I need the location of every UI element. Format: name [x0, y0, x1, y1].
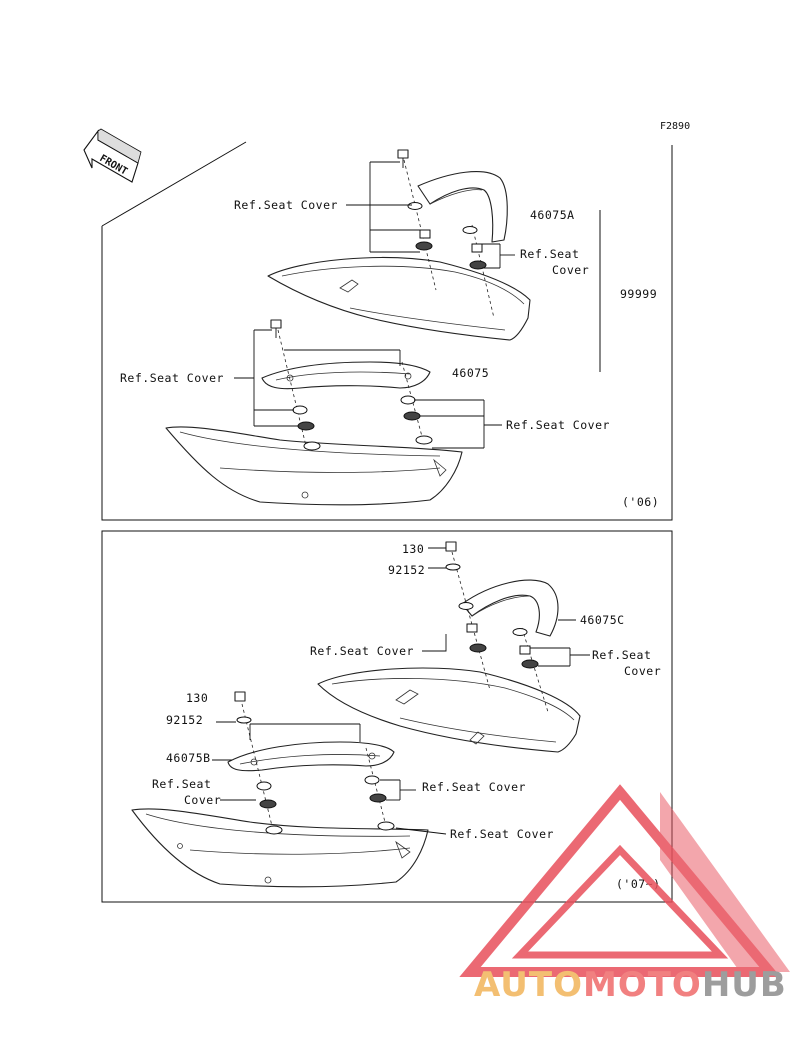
leaders-upper	[346, 161, 515, 269]
label-part-46075: 46075	[452, 366, 489, 380]
front-arrow-icon: FRONT	[83, 128, 142, 183]
grab-rail-46075A	[417, 171, 508, 243]
seat-cowl-upper-07	[317, 667, 581, 753]
svg-text:AUTOMOTOHUB: AUTOMOTOHUB	[474, 965, 787, 1005]
automotohub-watermark: AUTOMOTOHUB	[459, 784, 790, 1005]
label-ref-seat-cover-center: Ref.Seat Cover	[422, 780, 526, 794]
fasteners-lower-07	[234, 691, 395, 835]
watermark-text-moto: MOTO	[583, 965, 702, 1005]
label-ref-seat-cover-lower: Ref.Seat Cover	[506, 418, 610, 432]
label-part-46075A: 46075A	[530, 208, 575, 222]
seat-cowl-lower-07	[131, 808, 429, 888]
fasteners-upper-07	[445, 541, 549, 713]
figure-code: F2890	[660, 121, 690, 132]
label-ref-seat-right-2: Cover	[552, 263, 589, 277]
label-ref-seat-right-2-07: Cover	[624, 664, 661, 678]
grab-rail-46075C	[461, 579, 559, 637]
label-ref-seat-left-2-07: Cover	[184, 793, 221, 807]
label-year-06: ('06)	[622, 495, 659, 509]
grab-rail-46075	[261, 361, 431, 390]
label-part-99999: 99999	[620, 287, 657, 301]
panel-top-frame	[101, 145, 673, 521]
panel-top: Ref.Seat Cover 46075A Ref.Seat Cover 999…	[101, 141, 673, 521]
label-part-130-top: 130	[402, 542, 424, 556]
seat-cowl-lower	[165, 426, 463, 506]
leaders-upper-07	[422, 547, 590, 667]
label-ref-seat-cover-left: Ref.Seat Cover	[120, 371, 224, 385]
label-ref-seat-left-1-07: Ref.Seat	[152, 777, 211, 791]
label-ref-seat-right-1: Ref.Seat	[520, 247, 579, 261]
label-part-92152-left: 92152	[166, 713, 203, 727]
seat-cowl-upper	[267, 257, 531, 341]
watermark-text-hub: HUB	[702, 965, 787, 1005]
leaders-lower-07	[212, 721, 447, 835]
label-part-46075C: 46075C	[580, 613, 625, 627]
fasteners-upper	[397, 149, 495, 319]
fasteners-lower	[270, 319, 433, 451]
label-ref-seat-right-1-07: Ref.Seat	[592, 648, 651, 662]
label-part-46075B: 46075B	[166, 751, 211, 765]
panel-top-diagonal	[101, 141, 247, 227]
grab-rail-46075B	[227, 741, 395, 772]
label-part-130-left: 130	[186, 691, 208, 705]
watermark-text-auto: AUTO	[474, 965, 583, 1005]
label-ref-seat-cover-upper: Ref.Seat Cover	[234, 198, 338, 212]
panel-bottom-frame	[101, 530, 673, 903]
watermark-logo-icon	[459, 784, 790, 977]
label-part-92152-top: 92152	[388, 563, 425, 577]
panel-bottom: 130 92152 46075C Ref.Seat Cover Ref.Seat…	[101, 530, 673, 903]
label-ref-seat-cover-mid: Ref.Seat Cover	[310, 644, 414, 658]
label-ref-seat-cover-bottom: Ref.Seat Cover	[450, 827, 554, 841]
leaders-lower	[234, 329, 502, 449]
